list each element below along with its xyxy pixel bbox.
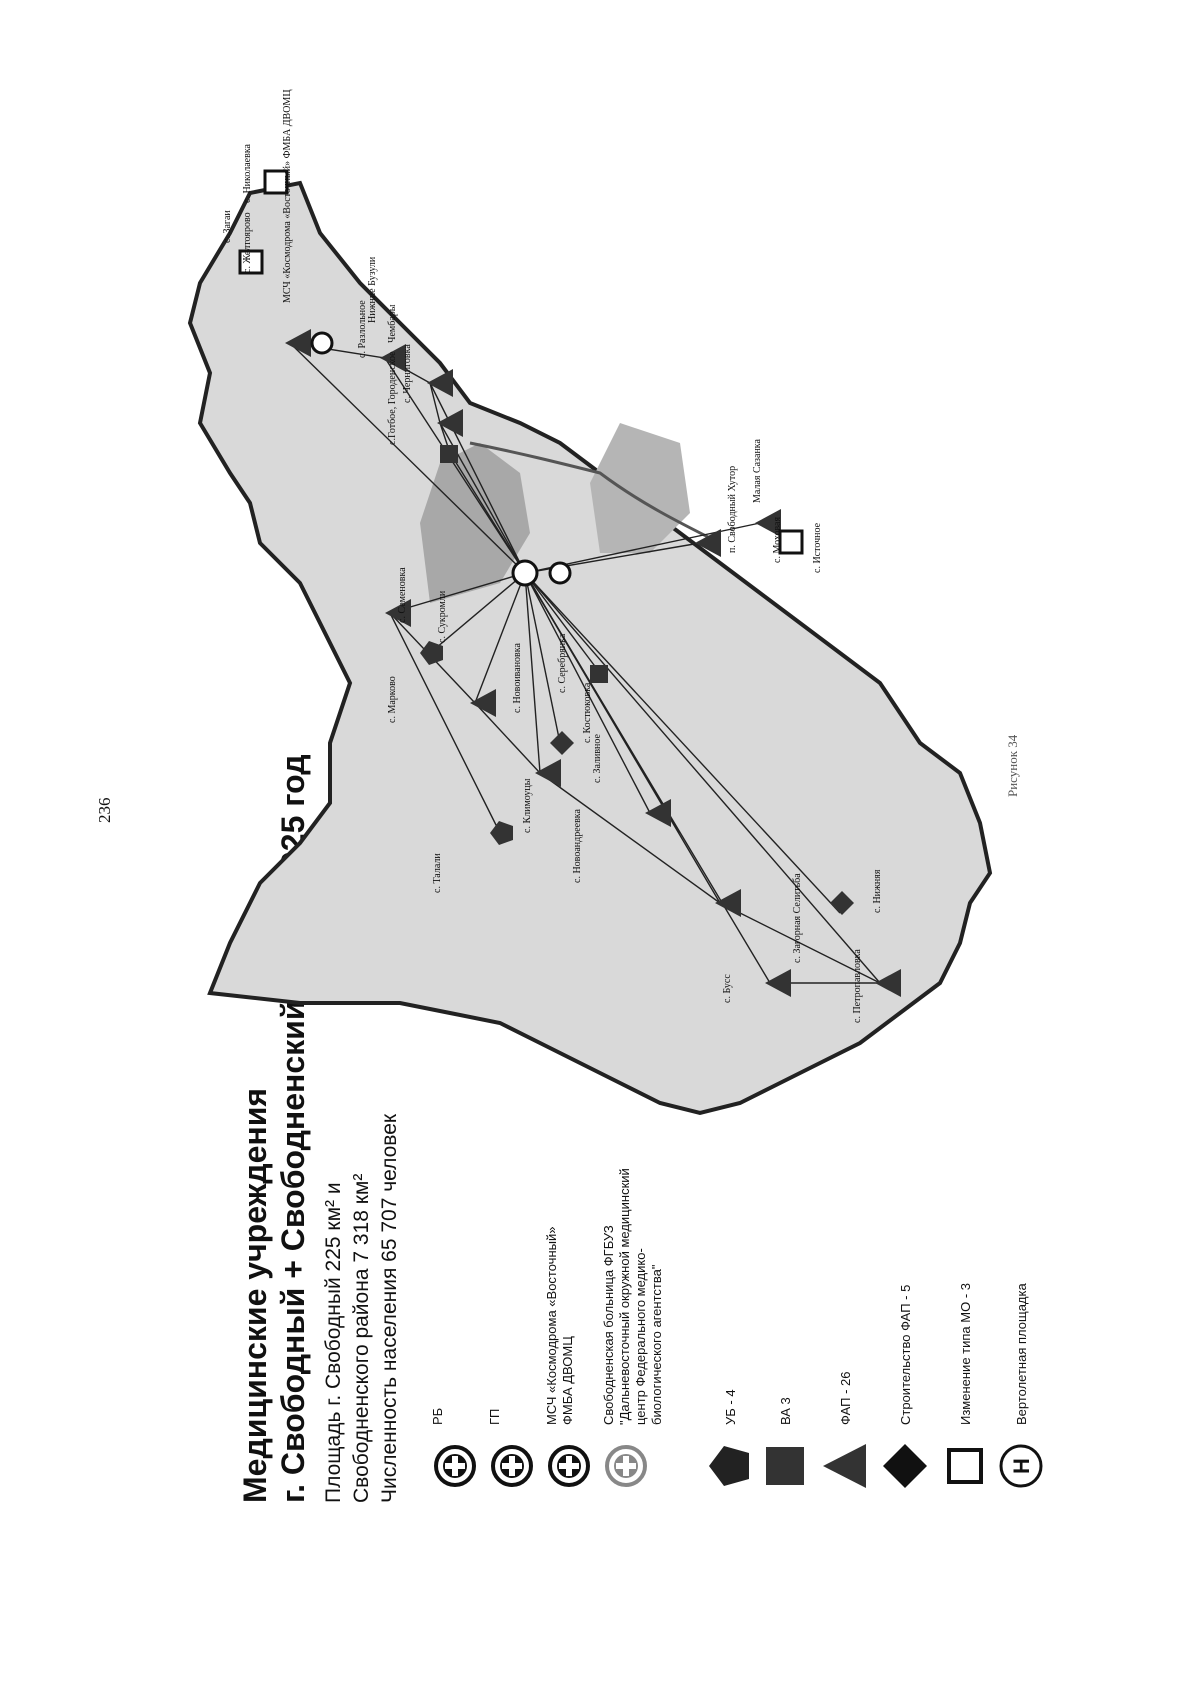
- hospital-marker: [310, 331, 334, 355]
- map-label: п. Свободный Хутор: [727, 466, 738, 553]
- pentagon-icon: [709, 1446, 749, 1486]
- helipad-icon: H: [999, 1444, 1043, 1488]
- map-label: с. Источное: [812, 522, 823, 573]
- map-label: с. Костюковка: [582, 682, 593, 743]
- fap-marker: [755, 509, 781, 537]
- map-label: с. Бусс: [722, 974, 733, 1003]
- legend-item-rb: РБ: [430, 971, 490, 1491]
- helipad-marker: [548, 561, 572, 585]
- map-label: с. Серебрянка: [557, 633, 568, 693]
- map-label: с. Разлольное: [357, 300, 368, 358]
- map-label: с. Климоуцы: [522, 778, 533, 833]
- map-label: с. Загаи: [222, 210, 233, 243]
- map-label: с.Готбое, Городенское: [387, 351, 398, 445]
- map-label: с. Новоандреевка: [572, 809, 583, 883]
- fap-marker: [875, 969, 901, 997]
- map-label: с. Николаевка: [242, 143, 253, 203]
- legend-item-gp: ГП: [487, 971, 547, 1491]
- map-label: с. Загорная Селитьба: [792, 873, 803, 963]
- fap-marker: [535, 759, 561, 787]
- legend-item-fap: ФАП - 26: [820, 971, 880, 1491]
- diamond-icon: [883, 1444, 927, 1488]
- map-label: с. Новоивановка: [512, 643, 523, 713]
- map-label: Нижние Бузули: [367, 256, 378, 323]
- map-label: с. Заливное: [592, 733, 603, 783]
- map-label: Чембары: [387, 304, 398, 343]
- legend-item-msch: МСЧ «Космодрома «Восточный» ФМБА ДВОМЦ: [544, 971, 604, 1491]
- map-markers: [238, 169, 901, 997]
- map-label: с. Сукромли: [437, 590, 448, 643]
- fap-marker: [695, 529, 721, 557]
- circle-plus-icon: [605, 1445, 647, 1487]
- map-label: с. Талали: [432, 853, 443, 893]
- hollow-square-icon: [947, 1448, 983, 1484]
- diamond-marker: [550, 731, 574, 755]
- fap-marker: [427, 369, 453, 397]
- fap-marker: [437, 409, 463, 437]
- fap-marker: [470, 689, 496, 717]
- legend-item-helipad: H Вертолетная площадка: [996, 971, 1056, 1491]
- diamond-marker: [830, 891, 854, 915]
- map-label: с. Нижняя: [872, 869, 883, 913]
- fap-marker: [645, 799, 671, 827]
- district-shaded-zone: [420, 443, 530, 603]
- pentagon-marker: [420, 641, 443, 665]
- fap-marker: [385, 599, 411, 627]
- map-label: с. Марково: [387, 676, 398, 723]
- fap-marker: [765, 969, 791, 997]
- circle-plus-icon: [434, 1445, 476, 1487]
- legend-item-svobodnenskaya-hospital: Свободненская больница ФГБУЗ "Дальневост…: [601, 971, 696, 1491]
- fap-marker: [285, 329, 311, 357]
- circle-plus-icon: [491, 1445, 533, 1487]
- svg-text:H: H: [1009, 1458, 1034, 1474]
- hollow-square-marker: [778, 529, 804, 555]
- hospital-marker: [511, 559, 539, 587]
- district-shaded-zone: [590, 423, 690, 553]
- map-label: с. Черниговка: [402, 344, 413, 403]
- figure-caption: Рисунок 34: [1005, 734, 1020, 797]
- hollow-square-marker: [238, 249, 264, 275]
- fap-marker: [715, 889, 741, 917]
- square-icon: [766, 1447, 804, 1485]
- map-label: с. Желтоярово: [242, 212, 253, 273]
- map-label: с. Моховая: [772, 517, 783, 563]
- fap-marker: [380, 344, 406, 372]
- map-label: МСЧ «Космодрома «Восточный» ФМБА ДВОМЦ: [282, 89, 293, 303]
- legend-item-va: ВА 3: [760, 971, 820, 1491]
- circle-plus-icon: [548, 1445, 590, 1487]
- pentagon-marker: [490, 821, 513, 845]
- va-marker: [440, 445, 458, 463]
- hollow-square-marker: [263, 169, 289, 195]
- map-label: с. Петропавловка: [852, 949, 863, 1023]
- river: [469, 441, 721, 545]
- map-label: Малая Сазанка: [752, 438, 763, 503]
- legend-item-ub: УБ - 4: [705, 971, 765, 1491]
- map-label-group: с.Готбое, Городенское с. Разлольное с. Ч…: [222, 89, 883, 1023]
- va-marker: [590, 665, 608, 683]
- triangle-icon: [823, 1444, 866, 1488]
- legend-item-fap-construction: Строительство ФАП - 5: [880, 971, 940, 1491]
- legend-item-mo-type-change: Изменение типа МО - 3: [940, 971, 1000, 1491]
- map-label: с. Семеновка: [397, 567, 408, 623]
